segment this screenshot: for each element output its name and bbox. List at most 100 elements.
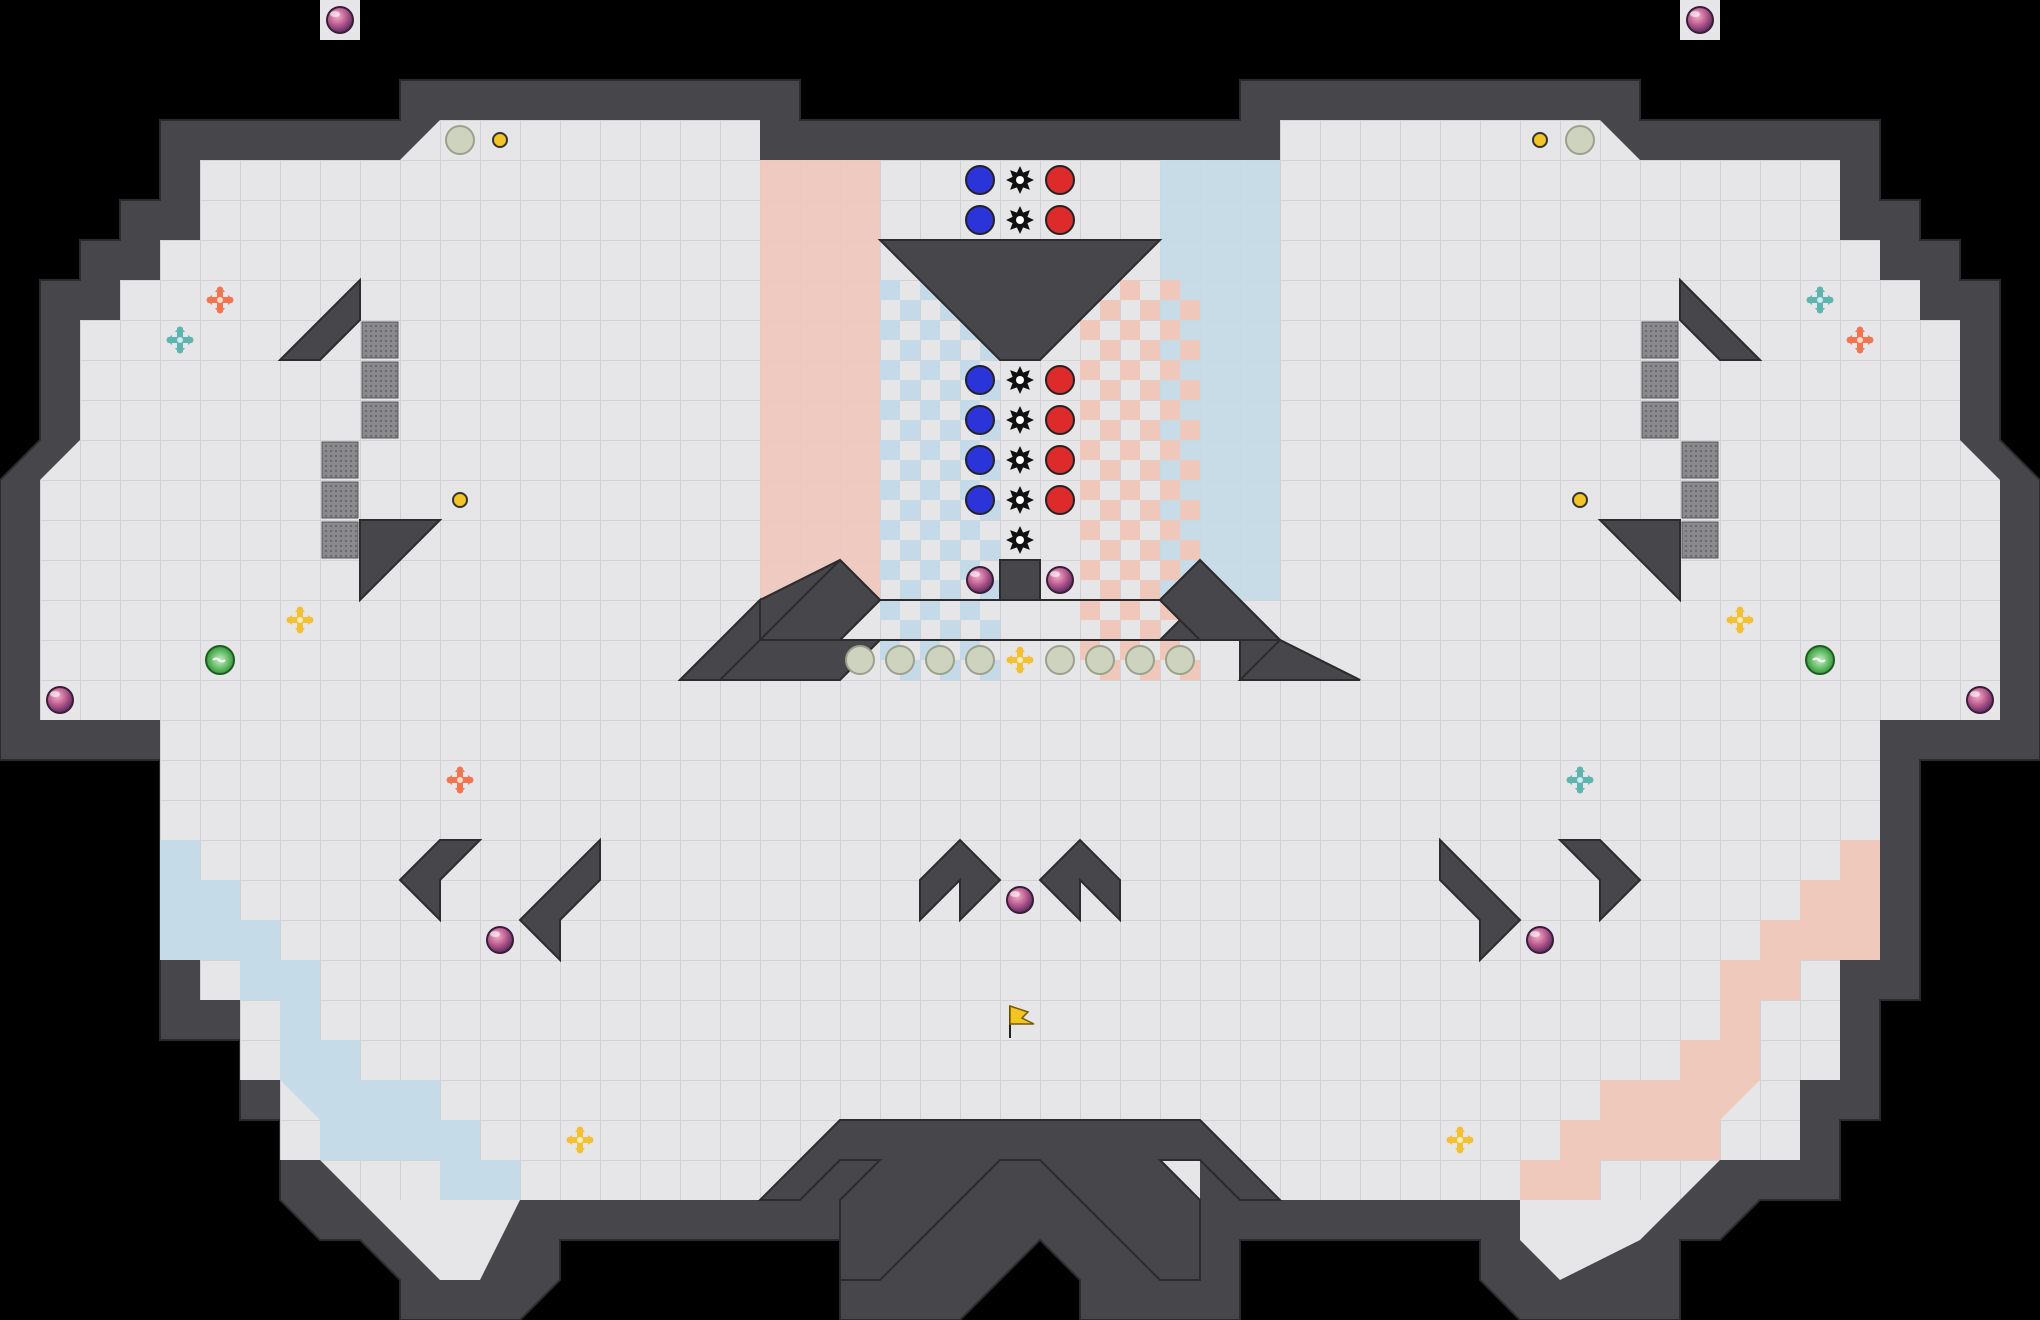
bottom-structure-wall bbox=[757, 1119, 1283, 1281]
right-lower-diagonal bbox=[1597, 519, 1681, 603]
checker-tile bbox=[880, 480, 900, 500]
empty-powerup-icon bbox=[1085, 645, 1115, 675]
checker-tile bbox=[1120, 600, 1140, 620]
checker-tile bbox=[880, 440, 900, 460]
yellow-boost-icon bbox=[286, 606, 314, 634]
checker-tile bbox=[980, 620, 1000, 640]
right-chevron-2 bbox=[1557, 839, 1642, 923]
checker-tile bbox=[1120, 280, 1140, 300]
blue-zone-bottom bbox=[160, 840, 520, 1200]
top-right-bomb-marker bbox=[1680, 0, 1720, 40]
checker-tile bbox=[880, 360, 900, 380]
gray-gate-tile bbox=[1681, 481, 1719, 519]
spike-icon bbox=[1006, 206, 1034, 234]
checker-tile bbox=[1140, 580, 1160, 600]
empty-powerup-icon bbox=[925, 645, 955, 675]
yellow-flag-icon bbox=[1009, 1004, 1035, 1038]
red-zone-top bbox=[760, 160, 880, 600]
red-ball-spawn bbox=[1045, 205, 1075, 235]
checker-tile bbox=[1140, 340, 1160, 360]
checker-tile bbox=[1160, 520, 1180, 540]
left-upper-diagonal bbox=[277, 277, 361, 361]
bomb-icon bbox=[1046, 566, 1074, 594]
checker-tile bbox=[980, 540, 1000, 560]
blue-ball-spawn bbox=[965, 365, 995, 395]
checker-tile bbox=[1120, 360, 1140, 380]
gray-gate-tile bbox=[361, 361, 399, 399]
top-funnel-wall bbox=[877, 239, 1163, 361]
checker-tile bbox=[1120, 520, 1140, 540]
left-lower-diagonal bbox=[359, 519, 443, 603]
bomb-icon bbox=[46, 686, 74, 714]
yellow-boost-icon bbox=[1006, 646, 1034, 674]
bomb-icon bbox=[326, 6, 354, 34]
empty-powerup-icon bbox=[1165, 645, 1195, 675]
empty-powerup-icon bbox=[845, 645, 875, 675]
yellow-boost-icon bbox=[1446, 1126, 1474, 1154]
center-chevron-left bbox=[919, 838, 1002, 923]
red-ball-spawn bbox=[1045, 165, 1075, 195]
checker-tile bbox=[1120, 440, 1140, 460]
checker-tile bbox=[1140, 500, 1160, 520]
spike-icon bbox=[1006, 526, 1034, 554]
teal-boost-icon bbox=[1806, 286, 1834, 314]
green-portal-icon bbox=[1805, 645, 1835, 675]
checker-tile bbox=[920, 480, 940, 500]
checker-tile bbox=[920, 360, 940, 380]
checker-tile bbox=[900, 340, 920, 360]
bomb-icon bbox=[1526, 926, 1554, 954]
checker-tile bbox=[1080, 320, 1100, 340]
spike-icon bbox=[1006, 166, 1034, 194]
checker-tile bbox=[1100, 420, 1120, 440]
red-ball-spawn bbox=[1045, 405, 1075, 435]
bomb-icon bbox=[486, 926, 514, 954]
checker-tile bbox=[1100, 500, 1120, 520]
checker-tile bbox=[920, 440, 940, 460]
checker-tile bbox=[900, 500, 920, 520]
checker-tile bbox=[1160, 480, 1180, 500]
red-ball-spawn bbox=[1045, 445, 1075, 475]
checker-tile bbox=[880, 280, 900, 300]
yellow-button-icon bbox=[1532, 132, 1548, 148]
checker-tile bbox=[1100, 540, 1120, 560]
checker-tile bbox=[1180, 300, 1200, 320]
checker-tile bbox=[920, 560, 940, 580]
checker-tile bbox=[1100, 380, 1120, 400]
checker-tile bbox=[960, 600, 980, 620]
yellow-boost-icon bbox=[566, 1126, 594, 1154]
checker-tile bbox=[940, 460, 960, 480]
blue-ball-spawn bbox=[965, 405, 995, 435]
gray-gate-tile bbox=[1641, 361, 1679, 399]
center-chevron-right bbox=[1038, 838, 1121, 923]
checker-tile bbox=[1080, 520, 1100, 540]
empty-powerup-icon bbox=[965, 645, 995, 675]
checker-tile bbox=[1140, 540, 1160, 560]
checker-tile bbox=[940, 500, 960, 520]
checker-tile bbox=[1100, 300, 1120, 320]
yellow-button-icon bbox=[492, 132, 508, 148]
checker-tile bbox=[940, 620, 960, 640]
checker-tile bbox=[1180, 420, 1200, 440]
spike-icon bbox=[1006, 486, 1034, 514]
checker-tile bbox=[960, 520, 980, 540]
gray-gate-tile bbox=[1641, 321, 1679, 359]
checker-tile bbox=[920, 320, 940, 340]
red-boost-icon bbox=[206, 286, 234, 314]
empty-powerup-icon bbox=[1565, 125, 1595, 155]
checker-tile bbox=[900, 420, 920, 440]
yellow-button-icon bbox=[1572, 492, 1588, 508]
checker-tile bbox=[1160, 360, 1180, 380]
checker-tile bbox=[1140, 300, 1160, 320]
checker-tile bbox=[880, 320, 900, 340]
empty-powerup-icon bbox=[1045, 645, 1075, 675]
checker-tile bbox=[900, 540, 920, 560]
checker-tile bbox=[940, 540, 960, 560]
gray-gate-tile bbox=[321, 481, 359, 519]
checker-tile bbox=[1140, 620, 1160, 640]
checker-tile bbox=[1180, 460, 1200, 480]
checker-tile bbox=[940, 340, 960, 360]
checker-tile bbox=[1080, 480, 1100, 500]
checker-tile bbox=[1180, 540, 1200, 560]
gray-gate-tile bbox=[361, 321, 399, 359]
